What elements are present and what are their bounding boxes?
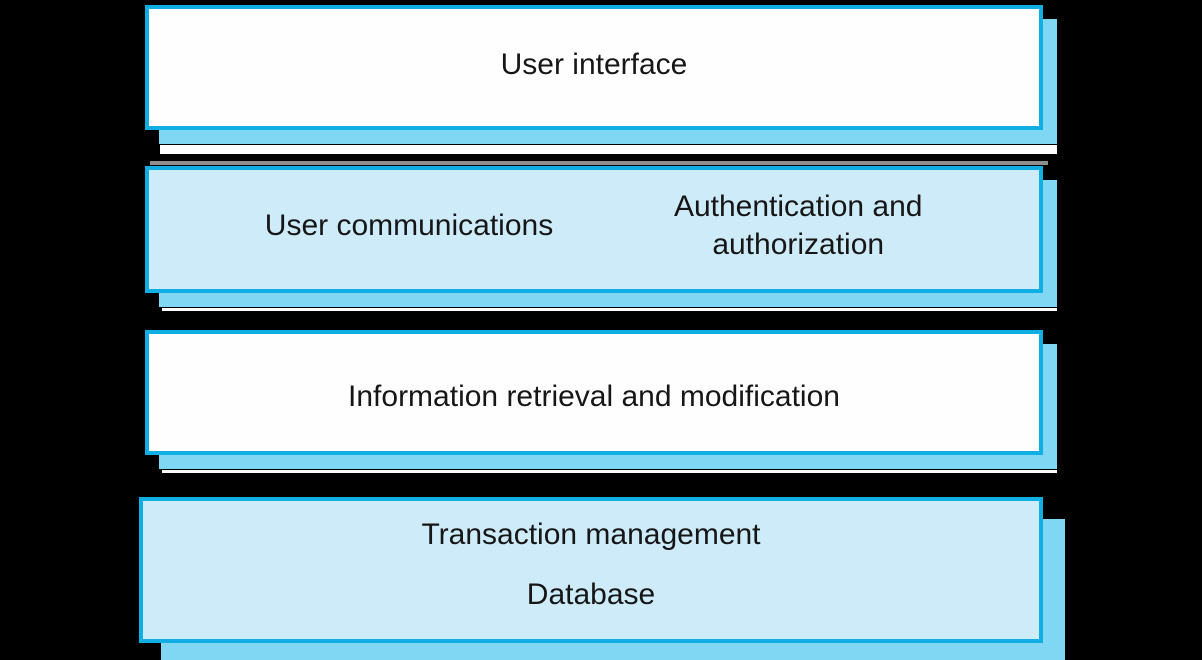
user-communications-label: User communications [264,208,554,242]
layer-information-retrieval: Information retrieval and modification [145,330,1043,455]
layer-transaction-database: Transaction management Database [139,497,1043,643]
authentication-authorization-label: Authentication and authorization [673,189,923,261]
background-remnant-strip [162,470,1057,473]
background-remnant-strip [162,308,1057,311]
layer-communications-authentication: User communications Authentication and a… [145,166,1043,293]
layer-user-interface-label: User interface [500,47,688,81]
background-remnant-strip [160,145,1057,154]
transaction-management-label: Transaction management [421,518,761,551]
information-retrieval-label: Information retrieval and modification [348,379,840,413]
layer-user-interface: User interface [145,5,1043,130]
database-label: Database [526,578,656,611]
background-remnant-line [150,161,1048,165]
